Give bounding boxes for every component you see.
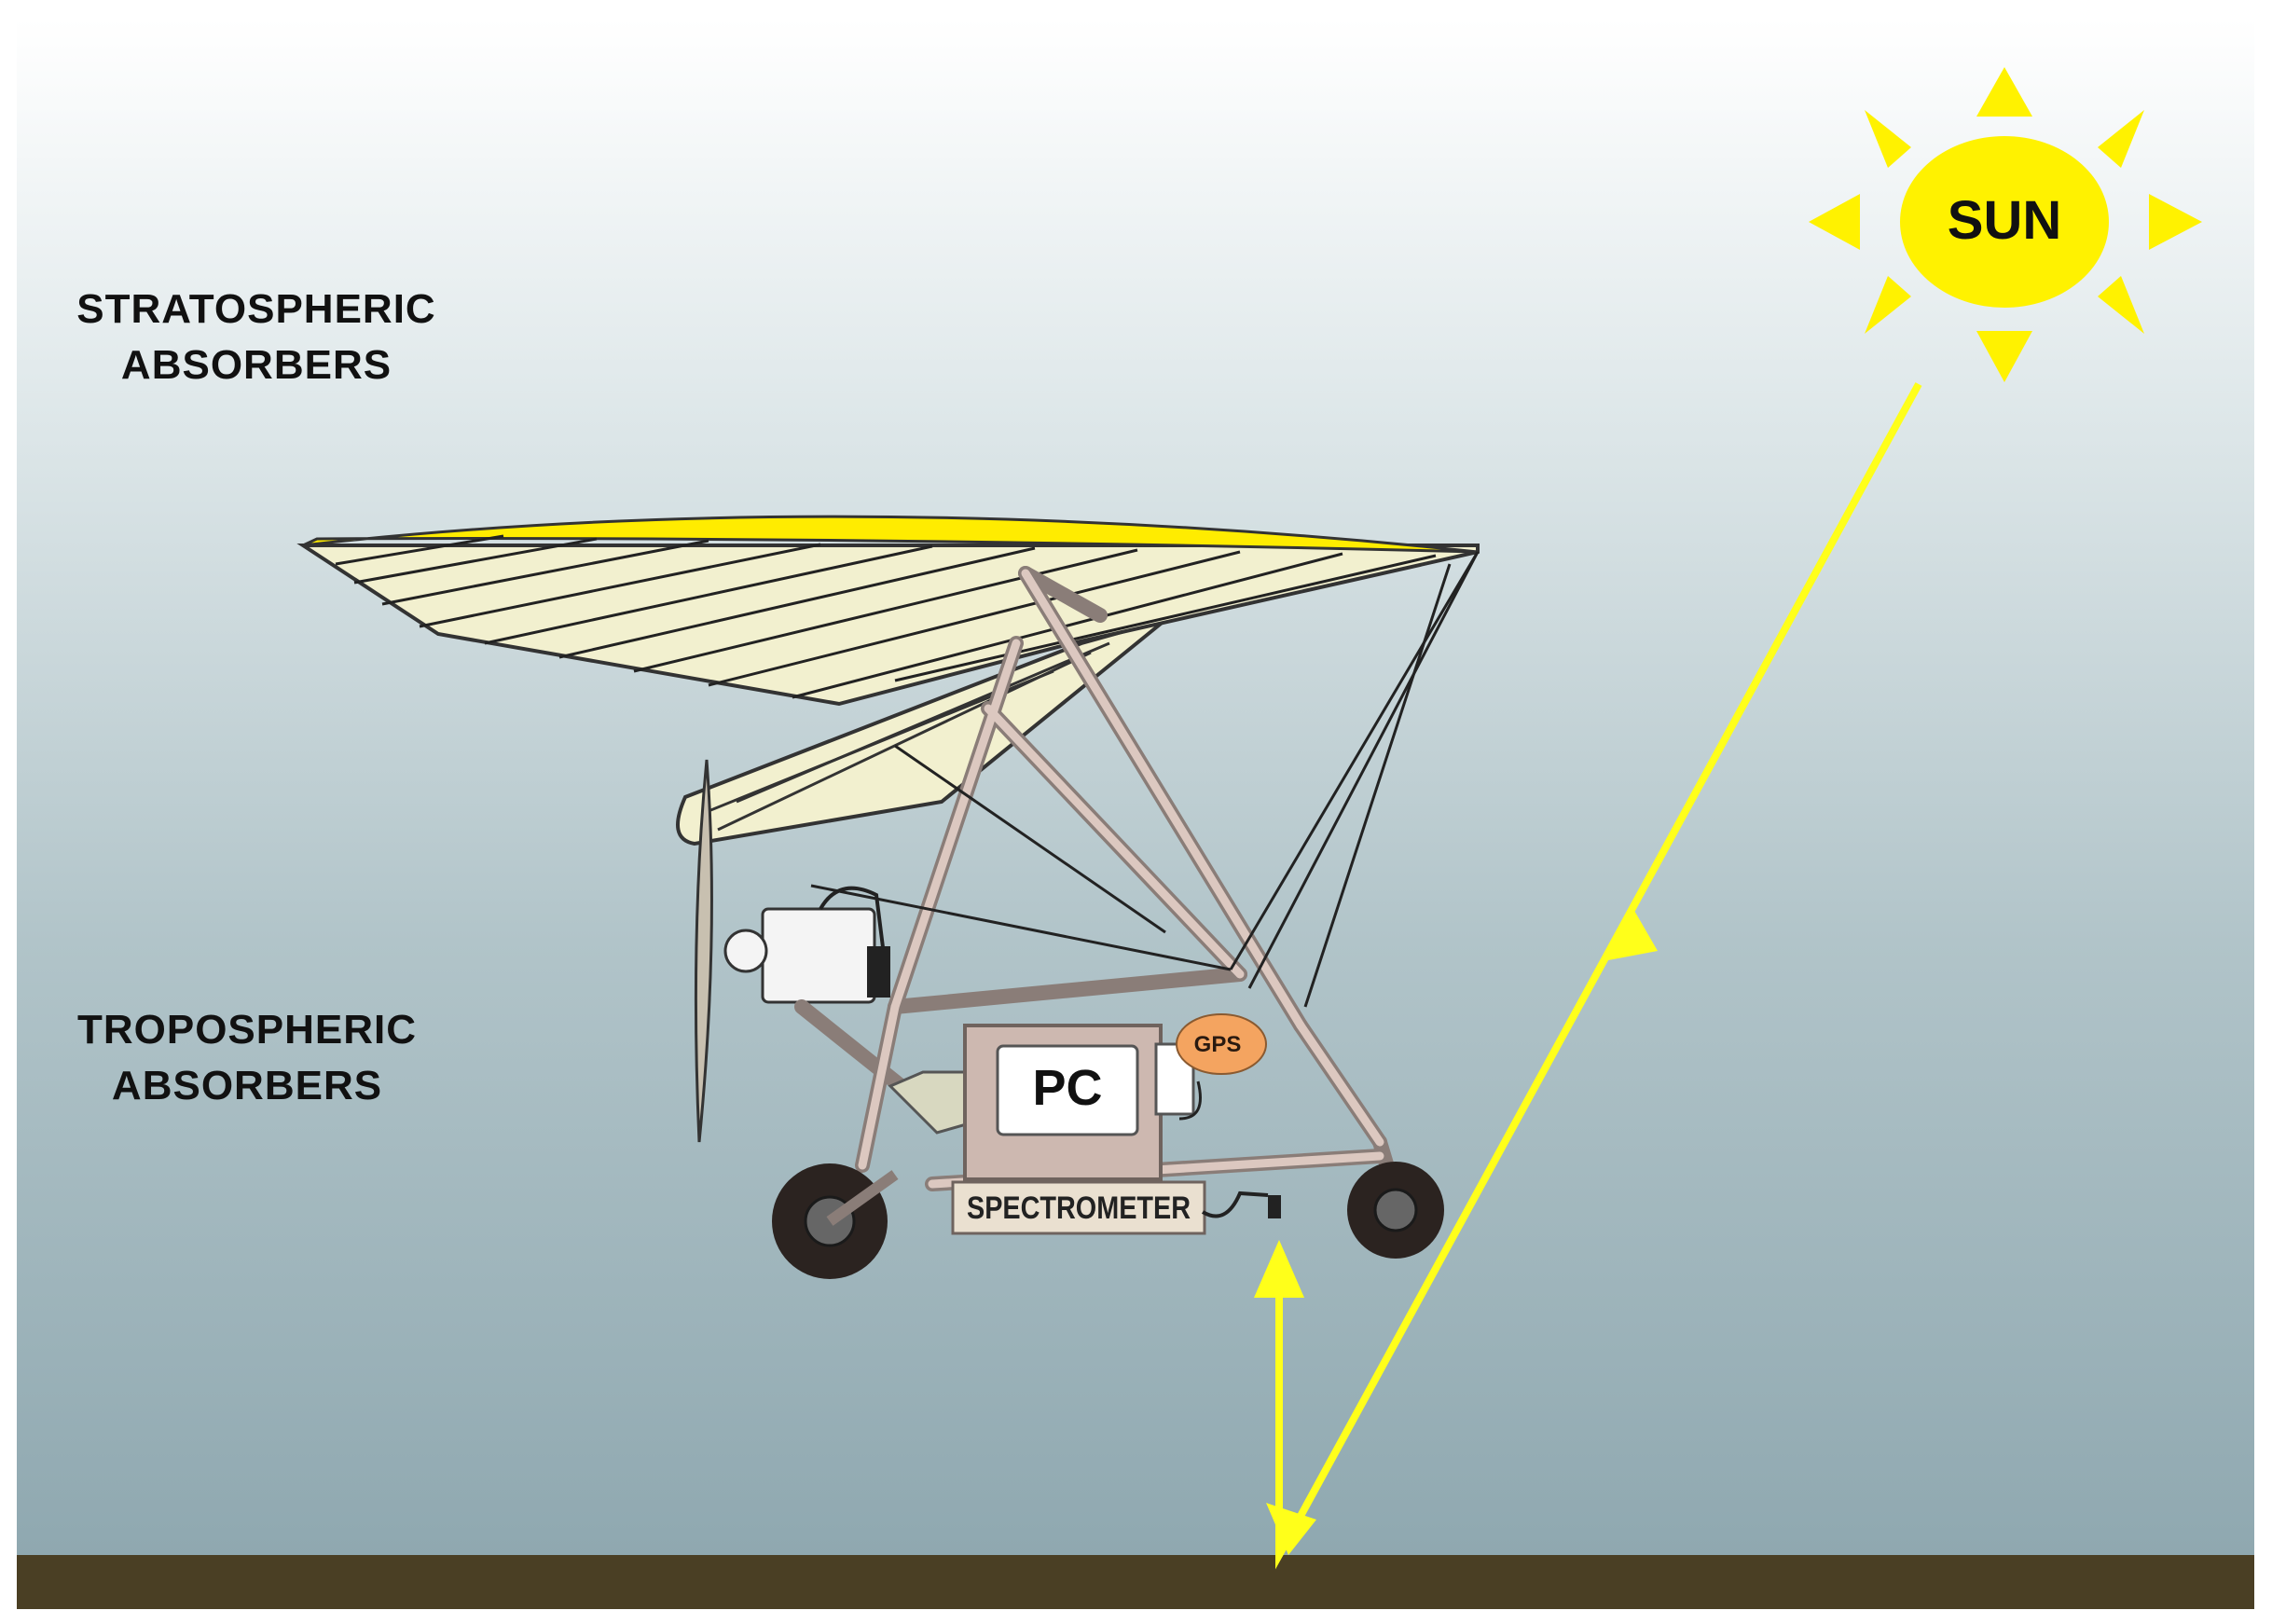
gps-cable — [1178, 1080, 1202, 1121]
pc-label: PC — [1032, 1060, 1102, 1116]
ground — [17, 1555, 2254, 1609]
tropospheric-line-1: TROPOSPHERIC — [76, 1007, 418, 1053]
spectrometer-cable — [1201, 1190, 1269, 1218]
rigging-wires — [810, 551, 1480, 1008]
propeller — [694, 759, 713, 1143]
spectrometer-label: SPECTROMETER — [967, 1190, 1191, 1226]
pc-box[interactable] — [963, 1024, 1163, 1181]
tropospheric-line-2: ABSORBERS — [111, 1063, 383, 1108]
stratospheric-line-1: STRATOSPHERIC — [76, 286, 436, 332]
sun-label: SUN — [1948, 190, 2061, 251]
light-path-up-arrow — [1254, 1240, 1304, 1298]
gps-icon — [1176, 1013, 1267, 1075]
stratospheric-absorbers-label: STRATOSPHERIC ABSORBERS — [56, 282, 457, 393]
fiber-input — [1268, 1195, 1281, 1218]
stratospheric-line-2: ABSORBERS — [120, 342, 392, 388]
gps-label: GPS — [1194, 1032, 1242, 1057]
light-path-ground-arrow — [1266, 1503, 1316, 1555]
spectrometer-box[interactable] — [951, 1180, 1206, 1235]
sun-icon — [1809, 67, 2202, 382]
front-wheel — [1347, 1162, 1444, 1259]
sky-background — [17, 19, 2254, 1557]
rear-wing — [676, 618, 1167, 846]
rear-wheel — [772, 1163, 899, 1279]
light-path-mid-arrow — [1608, 909, 1658, 960]
tropospheric-absorbers-label: TROPOSPHERIC ABSORBERS — [56, 1002, 438, 1114]
engine — [723, 886, 890, 1004]
